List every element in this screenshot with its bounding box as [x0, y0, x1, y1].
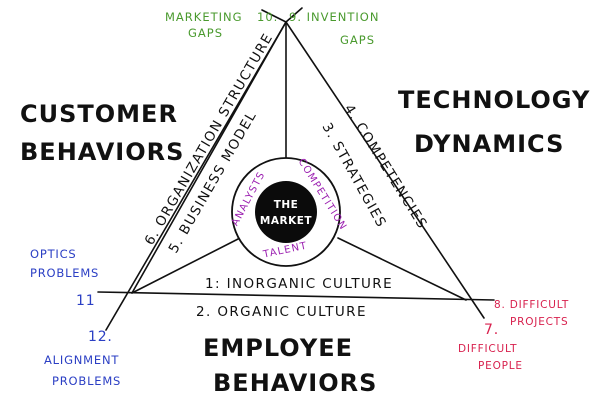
difficult-projects-line2: PROJECTS: [510, 316, 568, 328]
difficult-people-line2: PEOPLE: [478, 360, 523, 372]
right-edge: [285, 21, 485, 319]
left-edge-inner: [131, 21, 287, 294]
optics-problems-number: 11: [76, 293, 95, 309]
marketing-gaps-number: 10.: [257, 10, 278, 24]
region-customer-line2: BEHAVIORS: [20, 138, 184, 166]
optics-problems-line1: OPTICS: [30, 247, 77, 261]
alignment-problems-line1: ALIGNMENT: [44, 353, 119, 367]
invention-gaps-line1: 9. INVENTION: [289, 10, 379, 24]
edge-label-inorganic-culture: 1: INORGANIC CULTURE: [205, 276, 393, 292]
center-label-line1: THE: [274, 199, 299, 211]
region-technology-line1: TECHNOLOGY: [398, 86, 590, 114]
center-label-line2: MARKET: [260, 215, 312, 227]
region-employee-line1: EMPLOYEE: [203, 334, 353, 362]
edge-label-organic-culture: 2. ORGANIC CULTURE: [196, 304, 367, 320]
market-core: [255, 181, 317, 243]
region-customer-line1: CUSTOMER: [20, 100, 178, 128]
triangle-frame: [97, 7, 495, 331]
alignment-problems-line2: PROBLEMS: [52, 374, 121, 388]
bottom-edge: [97, 291, 495, 301]
optics-problems-line2: PROBLEMS: [30, 266, 99, 280]
difficult-projects-line1: 8. DIFFICULT: [494, 299, 569, 311]
marketing-gaps-line1: MARKETING: [165, 10, 243, 24]
invention-gaps-line2: GAPS: [340, 33, 375, 47]
difficult-people-line1: DIFFICULT: [458, 343, 517, 355]
region-technology-line2: DYNAMICS: [414, 130, 564, 158]
alignment-problems-number: 12.: [88, 329, 113, 345]
spoke-left: [131, 237, 241, 294]
top-left-tick: [261, 9, 287, 23]
spoke-right: [337, 237, 467, 301]
top-right-tick: [285, 7, 303, 23]
center-spokes: [131, 21, 467, 301]
region-employee-line2: BEHAVIORS: [213, 369, 377, 397]
marketing-gaps-line2: GAPS: [188, 26, 223, 40]
difficult-people-number: 7.: [484, 322, 499, 338]
